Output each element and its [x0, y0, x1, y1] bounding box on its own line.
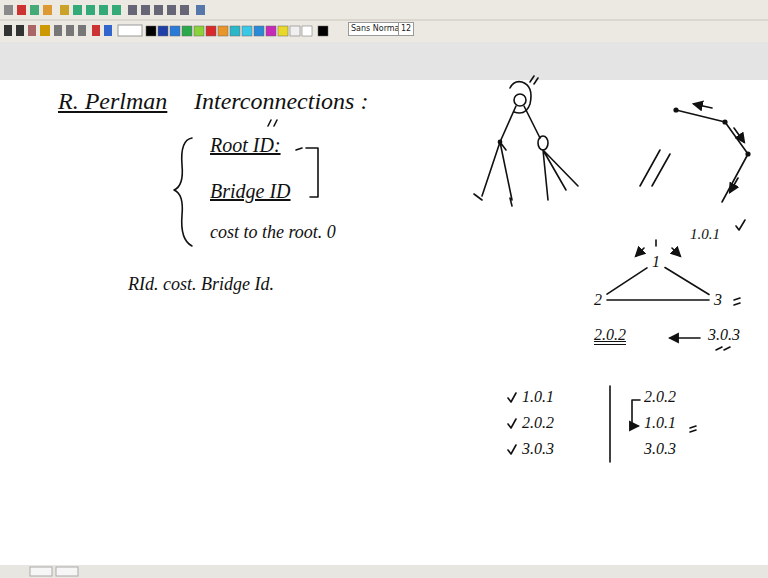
check-mark	[508, 393, 516, 402]
brace	[174, 138, 192, 246]
check-mark	[736, 220, 745, 230]
bracket	[306, 148, 318, 197]
link-line	[665, 268, 709, 295]
author-name: R. Perlman	[58, 88, 167, 116]
emphasis-ticks	[690, 426, 696, 432]
table-cell: 1.0.1	[522, 388, 554, 406]
font-size-box: 12	[398, 22, 414, 36]
bridge-node: 2	[591, 291, 605, 309]
field-name: Bridge ID	[210, 180, 291, 203]
link-line	[607, 268, 647, 294]
font-name-box: Sans Normal	[348, 22, 405, 36]
page-tab	[30, 567, 52, 576]
bpdu-value: 3.0.3	[708, 326, 740, 344]
field-name: Root ID:	[210, 134, 281, 157]
toolbar	[0, 0, 768, 42]
check-mark	[508, 445, 516, 454]
status-bar	[0, 565, 768, 578]
bpdu-value: 1.0.1	[690, 226, 720, 243]
page-tab	[56, 567, 78, 576]
field-name: cost to the root. 0	[210, 222, 336, 243]
arrow-mark	[636, 248, 644, 256]
emphasis-ticks	[734, 298, 740, 305]
tree-sketch	[474, 76, 578, 206]
bridge-number: 1	[652, 253, 660, 270]
format-note: RId. cost. Bridge Id.	[128, 274, 274, 295]
table-cell: 2.0.2	[522, 414, 554, 432]
table-cell: 1.0.1	[644, 414, 676, 432]
emphasis-ticks	[716, 347, 730, 350]
color-palette	[146, 26, 328, 36]
table-cell: 2.0.2	[644, 388, 676, 406]
page-band	[0, 42, 768, 80]
bracket-mark	[296, 148, 302, 150]
bpdu-value: 2.0.2	[594, 326, 626, 344]
divider	[609, 386, 611, 462]
path-sketch	[640, 104, 750, 202]
emphasis-ticks	[268, 120, 277, 126]
table-cell: 3.0.3	[522, 440, 554, 458]
link-line	[607, 299, 709, 301]
bridge-node: 3	[711, 291, 725, 309]
heading: Interconnections :	[194, 88, 368, 116]
check-mark	[508, 419, 516, 428]
toolbar-icons	[4, 5, 205, 36]
toolbar-divider	[0, 20, 768, 21]
bridge-node: 1	[649, 253, 663, 271]
stroke-mark	[655, 240, 657, 246]
swap-arrow	[632, 400, 640, 426]
bridge-number: 3	[714, 291, 722, 308]
bridge-number: 2	[594, 291, 602, 308]
arrow-mark	[672, 248, 680, 256]
table-cell: 3.0.3	[644, 440, 676, 458]
arrow-mark	[670, 337, 700, 339]
